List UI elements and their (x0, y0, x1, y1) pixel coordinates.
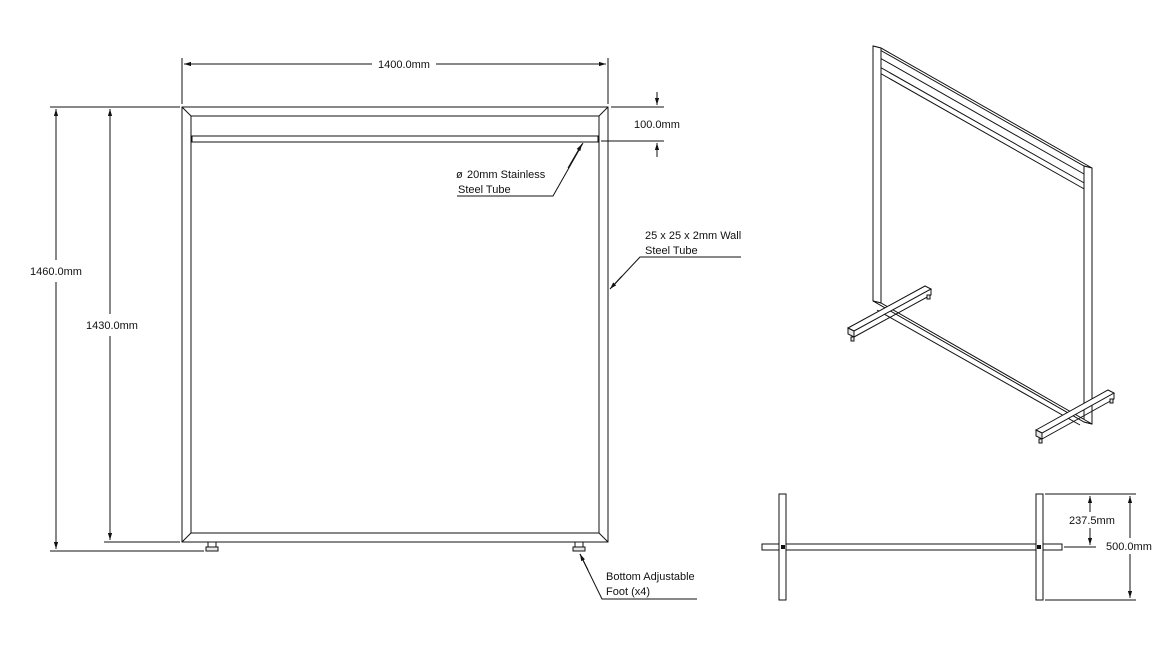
mitre-bottom-right (598, 532, 609, 543)
dim-rail-offset-label: 100.0mm (634, 119, 680, 131)
iso-right-foot-pad-back (1109, 398, 1114, 404)
iso-left-foot-pad-front (850, 336, 855, 342)
adjustable-foot-right (572, 541, 586, 552)
isometric-view (846, 45, 1116, 444)
iso-rail-upper (877, 65, 1087, 185)
dim-frame-height-label: 1430.0mm (86, 320, 138, 332)
leader-frame-arrow (609, 275, 623, 290)
plan-left-post (781, 545, 785, 549)
dim-overall-height-label: 1460.0mm (30, 266, 82, 278)
stainless-rail (191, 135, 599, 143)
front-view: 1400.0mm 1460.0mm 1430.0mm 100.0mm ø 20m… (30, 58, 741, 600)
iso-top-beam (872, 45, 1093, 169)
note-frame-line1: 25 x 25 x 2mm Wall (645, 230, 741, 242)
frame-inner-edge (190, 115, 600, 534)
iso-top-beam-lower (872, 53, 1085, 175)
note-rail-line1: 20mm Stainless (467, 169, 546, 181)
iso-right-foot-pad-front (1038, 438, 1043, 444)
mitre-top-right (598, 106, 609, 117)
leader-rail-arrow (567, 143, 583, 169)
plan-right-post (1037, 545, 1041, 549)
note-rail-line2: Steel Tube (458, 184, 511, 196)
dim-base-depth-label: 500.0mm (1106, 541, 1152, 553)
leader-frame (611, 256, 741, 288)
iso-left-foot-pad-back (926, 294, 931, 300)
mitre-bottom-left (181, 532, 192, 543)
dim-width-label: 1400.0mm (378, 59, 430, 71)
iso-right-foot-top (1034, 389, 1116, 434)
iso-rail-lower (877, 71, 1087, 191)
note-frame-line2: Steel Tube (645, 245, 698, 257)
dim-foot-offset-label: 237.5mm (1069, 515, 1115, 527)
leader-rail (457, 142, 584, 197)
iso-left-foot-side (853, 289, 932, 338)
note-foot-line2: Foot (x4) (606, 586, 650, 598)
iso-left-post (872, 45, 882, 304)
mitre-top-left (181, 106, 192, 117)
frame-outer-edge (181, 106, 609, 543)
iso-bottom-beam-lower (876, 309, 1081, 426)
adjustable-foot-left (205, 541, 219, 552)
iso-right-post (1083, 165, 1093, 425)
note-rail-symbol: ø (456, 169, 463, 181)
leader-foot-arrow (579, 553, 589, 571)
plan-view: 237.5mm 500.0mm (761, 493, 1152, 601)
iso-right-foot-side (1041, 393, 1115, 440)
plan-cross-beam (761, 543, 1063, 551)
note-foot-line1: Bottom Adjustable (606, 571, 695, 583)
iso-bottom-beam (872, 300, 1093, 425)
